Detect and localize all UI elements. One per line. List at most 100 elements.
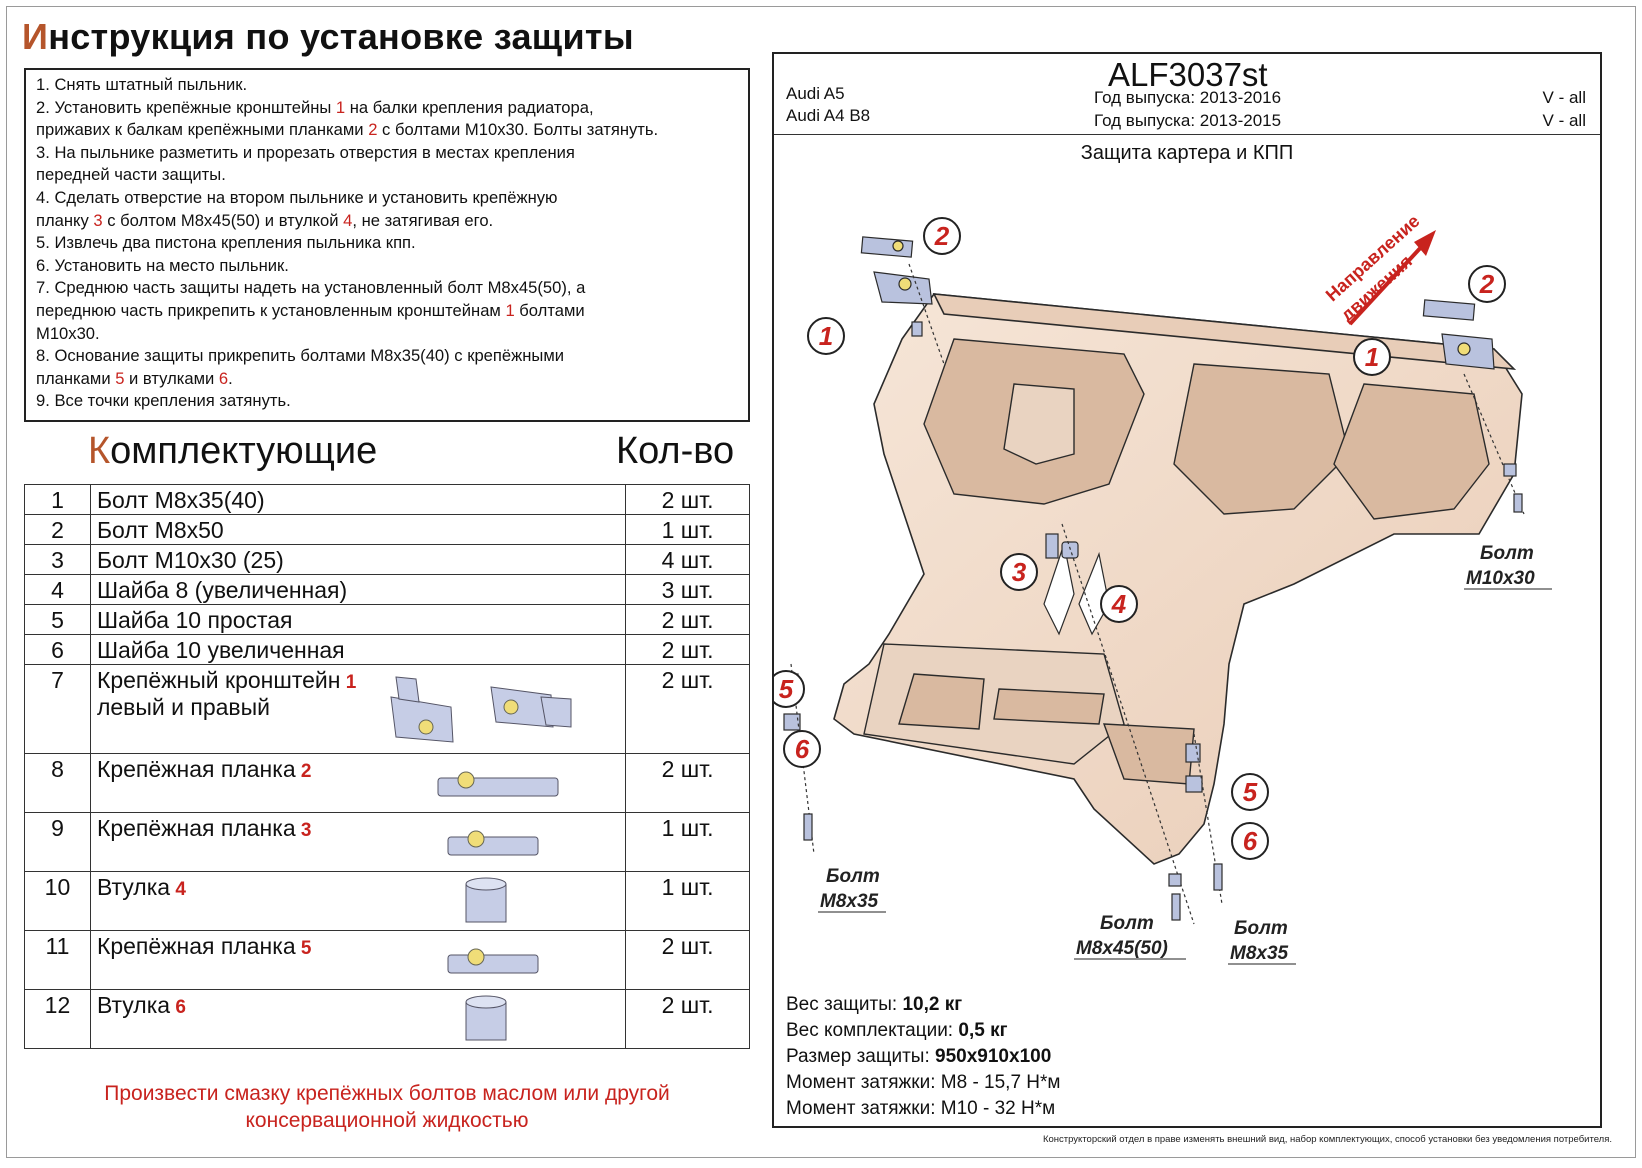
page-frame [6,6,1636,1158]
drawing-title: Защита картера и КПП [1080,142,1294,164]
part-qty: 4 шт. [625,544,750,575]
part-name: Втулка 6 [89,989,627,1049]
bolt-label-word: Болт [1100,913,1154,934]
instruction-line: планками 5 и втулками 6. [36,368,233,388]
bolt-label-size: М8х45(50) [1076,938,1168,959]
part-number: 12 [24,989,91,1049]
instruction-line: 9. Все точки крепления затянуть. [36,391,291,411]
part-name: Шайба 10 простая [89,604,627,635]
callout-1: 1 [1353,338,1391,376]
bolt-label-size: М8х35 [1230,943,1289,964]
part-number: 1 [24,484,91,515]
part-name: Болт М8х50 [89,514,627,545]
part-number: 2 [24,514,91,545]
part-name: Шайба 10 увеличенная [89,634,627,665]
svg-text:1: 1 [1365,342,1379,372]
svg-text:3: 3 [1012,557,1027,587]
instruction-line: планку 3 с болтом М8х45(50) и втулкой 4,… [36,210,494,230]
part-name: Крепёжная планка 3 [89,812,627,872]
bolt-label-word: Болт [1480,543,1534,564]
svg-text:5: 5 [779,674,794,704]
part-number: 4 [24,574,91,605]
spec-line: Размер защиты: 950х910х100 [786,1046,1052,1067]
bolt-label-word: Болт [1234,918,1288,939]
plate-icon [437,771,559,797]
svg-text:4: 4 [1111,589,1127,619]
car-model: Audi A4 B8 [786,106,871,125]
part-number: 11 [24,930,91,990]
part-number: 7 [24,664,91,754]
bolt-labels: Болт М10х30 Болт М8х35 Болт М8х45(50) Бо… [818,543,1552,965]
svg-text:2: 2 [934,221,950,251]
svg-text:6: 6 [795,734,810,764]
year-range: Год выпуска: 2013-2016 [1094,88,1282,107]
instruction-line: 2. Установить крепёжные кронштейны 1 на … [36,97,594,117]
spec-line: Момент затяжки: М10 - 32 Н*м [786,1098,1056,1119]
part-qty: 2 шт. [625,753,750,813]
svg-text:6: 6 [1243,826,1258,856]
instruction-line: 6. Установить на место пыльник. [36,255,289,275]
part-qty: 2 шт. [625,484,750,515]
fastener-bottom-right [1185,733,1223,905]
bracket-left [860,236,945,365]
callout-4: 4 [1100,585,1138,623]
instruction-line: 5. Извлечь два пистона крепления пыльник… [36,233,416,253]
qty-heading: Кол-во [616,430,735,472]
center-fastener [1045,523,1195,925]
version: V - all [1542,111,1586,130]
version: V - all [1542,88,1586,107]
part-number: 8 [24,753,91,813]
svg-text:2: 2 [1479,269,1495,299]
part-qty: 2 шт. [625,930,750,990]
page-title: Инструкция по установке защиты [22,16,634,57]
part-qty: 1 шт. [625,812,750,872]
part-number: 5 [24,604,91,635]
instruction-line: 1. Снять штатный пыльник. [36,75,248,94]
parts-heading: Комплектующие [88,430,378,472]
bolt-label-size: М10х30 [1466,568,1535,589]
callout-5: 5 [774,670,805,708]
callout-5: 5 [1231,773,1269,811]
plate-recesses [863,338,1490,785]
part-qty: 1 шт. [625,514,750,545]
bolt-label-word: Болт [826,866,880,887]
part-name: Болт М8х35(40) [89,484,627,515]
grease-note: Произвести смазку крепёжных болтов масло… [104,1082,670,1132]
spec-line: Момент затяжки: М8 - 15,7 Н*м [786,1072,1061,1093]
direction-arrow: Направление движения [1322,211,1436,326]
instruction-line: 8. Основание защиты прикрепить болтами М… [36,346,564,366]
spec-line: Вес комплектации: 0,5 кг [786,1020,1008,1041]
callout-2: 2 [923,217,961,255]
callout-1: 1 [807,317,845,355]
callout-6: 6 [1231,822,1269,860]
part-qty: 2 шт. [625,989,750,1049]
plate-icon [447,948,539,974]
bracket-icon [390,676,572,743]
part-qty: 2 шт. [625,664,750,754]
callout-6: 6 [783,730,821,768]
product-code: ALF3037st [1108,56,1268,93]
part-qty: 2 шт. [625,604,750,635]
instruction-line: 3. На пыльнике разметить и прорезать отв… [36,142,575,162]
instructions-box: 1. Снять штатный пыльник. 2. Установить к… [24,68,750,422]
bracket-right [1422,299,1525,515]
part-number: 3 [24,544,91,575]
spec-line: Вес защиты: 10,2 кг [786,994,963,1015]
instruction-line: передней части защиты. [36,165,226,185]
instruction-line: прижавих к балкам крепёжными планками 2 … [36,120,659,140]
callout-2: 2 [1468,265,1506,303]
instruction-line: переднюю часть прикрепить к установленны… [36,300,585,320]
plate-icon [447,830,539,856]
